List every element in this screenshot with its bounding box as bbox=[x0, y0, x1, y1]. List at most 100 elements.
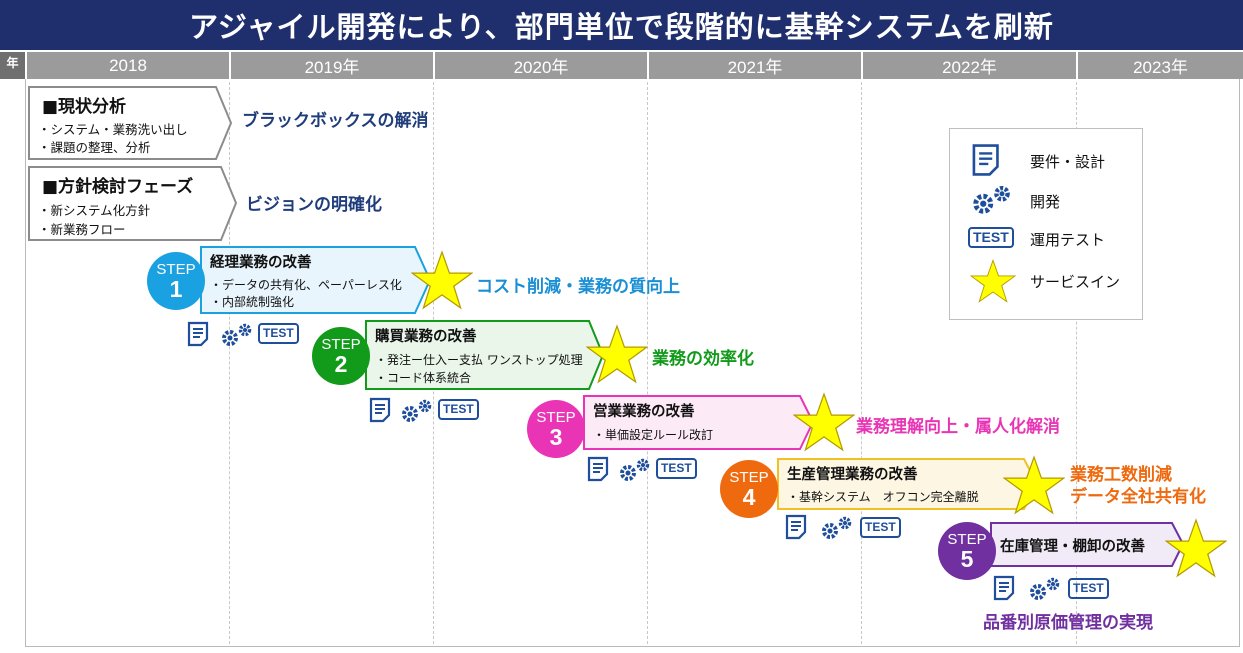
step-arrow-shape bbox=[583, 395, 815, 450]
step-outcome-line: 業務工数削減 bbox=[1070, 465, 1172, 485]
year-divider bbox=[1076, 82, 1077, 644]
step-3-badge: STEP 3 bbox=[527, 400, 585, 458]
step-label: STEP bbox=[729, 468, 769, 486]
phase-outcome: ブラックボックスの解消 bbox=[242, 111, 429, 131]
step-1-icons: TEST bbox=[186, 321, 306, 347]
star-icon bbox=[793, 392, 855, 452]
legend-label: 要件・設計 bbox=[1030, 153, 1106, 171]
step-2-box: 購買業務の改善 ・発注ー仕入ー支払 ワンストップ処理 ・コード体系統合 bbox=[365, 320, 605, 390]
year-2022: 2022年 bbox=[861, 52, 1076, 79]
step-outcome: コスト削減・業務の質向上 bbox=[476, 277, 680, 297]
step-label: STEP bbox=[536, 408, 576, 426]
timeline-frame bbox=[25, 79, 1240, 647]
phase-item: ・課題の整理、分析 bbox=[38, 140, 151, 155]
document-icon bbox=[993, 575, 1015, 601]
legend-item: 要件・設計 bbox=[950, 143, 1142, 177]
year-divider bbox=[647, 82, 648, 644]
phase-outcome: ビジョンの明確化 bbox=[246, 195, 382, 215]
step-label: STEP bbox=[156, 260, 196, 278]
star-icon bbox=[411, 250, 473, 310]
legend: 要件・設計 開発 TEST 運用テスト サービスイン bbox=[949, 128, 1143, 320]
document-icon bbox=[369, 397, 391, 423]
step-5-icons: TEST bbox=[992, 575, 1116, 601]
step-arrow-shape bbox=[365, 320, 605, 390]
step-number: 4 bbox=[742, 483, 756, 510]
step-1-box: 経理業務の改善 ・データの共有化、ペーパーレス化 ・内部統制強化 bbox=[200, 246, 432, 314]
year-2019: 2019年 bbox=[229, 52, 433, 79]
test-icon: TEST bbox=[258, 323, 299, 344]
step-outcome: 業務の効率化 bbox=[652, 349, 754, 369]
step-outcome: 業務理解向上・属人化解消 bbox=[856, 417, 1060, 437]
document-icon bbox=[785, 514, 807, 540]
step-item: ・単価設定ルール改訂 bbox=[593, 428, 714, 442]
legend-label: 開発 bbox=[1030, 193, 1061, 211]
document-icon bbox=[972, 144, 999, 176]
step-number: 1 bbox=[169, 275, 183, 302]
gears-icon bbox=[222, 323, 252, 346]
step-outcome-line: データ全社共有化 bbox=[1070, 487, 1206, 507]
year-2020: 2020年 bbox=[433, 52, 647, 79]
year-axis-corner: 年 bbox=[0, 52, 25, 79]
step-item: ・発注ー仕入ー支払 ワンストップ処理 bbox=[375, 353, 583, 367]
test-icon: TEST bbox=[860, 517, 901, 538]
page-title: アジャイル開発により、部門単位で段階的に基幹システムを刷新 bbox=[0, 0, 1243, 50]
legend-item: 開発 bbox=[950, 183, 1142, 217]
step-4-icons: TEST bbox=[784, 514, 908, 540]
gears-icon bbox=[402, 399, 432, 422]
step-4-badge: STEP 4 bbox=[720, 460, 778, 518]
step-outcome: 品番別原価管理の実現 bbox=[983, 613, 1153, 633]
step-number: 2 bbox=[334, 350, 348, 377]
phase-policy-study: ■方針検討フェーズ ・新システム化方針 ・新業務フロー bbox=[28, 166, 238, 241]
document-icon bbox=[187, 321, 209, 347]
phase-item: ・システム・業務洗い出し bbox=[38, 122, 188, 137]
step-title: 営業業務の改善 bbox=[593, 404, 695, 420]
phase-item: ・新業務フロー bbox=[38, 222, 126, 237]
step-2-badge: STEP 2 bbox=[312, 327, 370, 385]
step-title: 経理業務の改善 bbox=[210, 255, 312, 271]
star-icon bbox=[970, 259, 1016, 303]
step-number: 3 bbox=[549, 423, 563, 450]
phase-title: ■方針検討フェーズ bbox=[42, 177, 194, 197]
phase-arrow-shape bbox=[28, 86, 233, 160]
step-title: 在庫管理・棚卸の改善 bbox=[1000, 539, 1145, 555]
step-4-box: 生産管理業務の改善 ・基幹システム オフコン完全離脱 bbox=[777, 458, 1039, 510]
step-number: 5 bbox=[960, 545, 974, 572]
test-icon: TEST bbox=[1068, 578, 1109, 599]
step-item: ・コード体系統合 bbox=[375, 371, 472, 385]
phase-arrow-shape bbox=[28, 166, 238, 241]
phase-title: ■現状分析 bbox=[42, 97, 127, 117]
step-2-icons: TEST bbox=[368, 397, 488, 423]
star-icon bbox=[1003, 455, 1065, 515]
gears-icon bbox=[620, 458, 650, 481]
legend-label: 運用テスト bbox=[1030, 231, 1106, 249]
gears-icon bbox=[1030, 577, 1060, 600]
step-item: ・内部統制強化 bbox=[210, 295, 295, 309]
step-outcome: 業務工数削減 データ全社共有化 bbox=[1070, 464, 1206, 508]
test-icon: TEST bbox=[438, 399, 479, 420]
year-axis: 年 2018 2019年 2020年 2021年 2022年 2023年 bbox=[0, 52, 1243, 79]
step-3-icons: TEST bbox=[586, 456, 706, 482]
year-2021: 2021年 bbox=[647, 52, 861, 79]
test-icon: TEST bbox=[968, 227, 1014, 248]
step-item: ・基幹システム オフコン完全離脱 bbox=[787, 490, 979, 504]
step-arrow-shape bbox=[200, 246, 432, 314]
document-icon bbox=[587, 456, 609, 482]
star-icon bbox=[1165, 518, 1227, 578]
gears-icon bbox=[973, 185, 1010, 214]
year-2018: 2018 bbox=[25, 52, 229, 79]
legend-label: サービスイン bbox=[1030, 273, 1121, 291]
year-2023: 2023年 bbox=[1076, 52, 1243, 79]
step-5-box: 在庫管理・棚卸の改善 bbox=[990, 522, 1185, 567]
step-label: STEP bbox=[947, 530, 987, 548]
gears-icon bbox=[822, 516, 852, 539]
step-3-box: 営業業務の改善 ・単価設定ルール改訂 bbox=[583, 395, 815, 450]
legend-item: TEST 運用テスト bbox=[950, 221, 1142, 255]
legend-item: サービスイン bbox=[950, 259, 1142, 305]
step-5-badge: STEP 5 bbox=[938, 522, 996, 580]
year-divider bbox=[229, 82, 230, 644]
step-1-badge: STEP 1 bbox=[147, 252, 205, 310]
step-item: ・データの共有化、ペーパーレス化 bbox=[210, 278, 402, 292]
phase-current-analysis: ■現状分析 ・システム・業務洗い出し ・課題の整理、分析 bbox=[28, 86, 233, 160]
year-divider bbox=[861, 82, 862, 644]
phase-item: ・新システム化方針 bbox=[38, 203, 151, 218]
